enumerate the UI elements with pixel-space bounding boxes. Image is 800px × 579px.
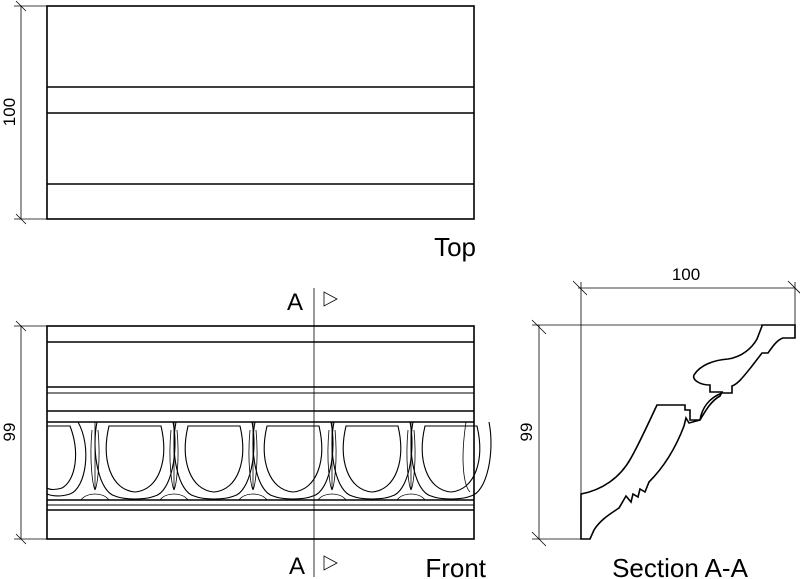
- egg: [342, 425, 402, 493]
- egg: [421, 425, 481, 493]
- egg-shell: [94, 421, 176, 500]
- crown-molding-profile: [580, 324, 796, 540]
- front-height-dimension: 99: [0, 320, 47, 545]
- section-height-dimension: 99: [517, 319, 762, 547]
- front-view-outline: [46, 325, 475, 540]
- dart-base: [238, 493, 268, 501]
- dart: [327, 422, 337, 491]
- front-view: 99 A A Front: [0, 288, 492, 579]
- dart-base: [396, 493, 426, 501]
- dart: [248, 422, 258, 491]
- cut-label-bottom: A: [289, 553, 305, 579]
- dart: [406, 422, 416, 491]
- front-view-title: Front: [425, 553, 486, 579]
- dart-base: [317, 493, 347, 501]
- section-width-dimension: 100: [572, 265, 800, 494]
- triangle-right-outline-icon: [323, 291, 338, 307]
- egg-shell: [410, 421, 492, 500]
- section-view-title: Section A-A: [612, 553, 749, 579]
- egg-and-dart-ornament: [46, 421, 492, 501]
- top-height-dimension-label: 100: [0, 98, 19, 126]
- egg: [263, 425, 323, 493]
- top-view-title: Top: [434, 232, 476, 262]
- section-height-dimension-label: 99: [517, 423, 536, 442]
- dart: [169, 422, 179, 491]
- front-height-dimension-label: 99: [0, 423, 19, 442]
- egg-shell-partial: [46, 421, 87, 497]
- dart: [90, 422, 100, 491]
- top-view: 100 Top: [0, 0, 476, 262]
- section-width-dimension-label: 100: [672, 265, 700, 284]
- egg-shell: [331, 421, 413, 500]
- dart-base: [159, 493, 189, 501]
- egg: [184, 425, 244, 493]
- section-view: 100 99 Section A-A: [517, 265, 800, 579]
- egg: [105, 425, 165, 493]
- egg-partial: [46, 425, 77, 491]
- triangle-right-outline-icon: [323, 555, 338, 571]
- egg-shell: [173, 421, 255, 500]
- dart: [462, 421, 471, 493]
- top-height-dimension: 100: [0, 0, 47, 225]
- egg-shell: [252, 421, 334, 500]
- dart-base: [80, 493, 110, 501]
- cut-label-top: A: [287, 289, 303, 316]
